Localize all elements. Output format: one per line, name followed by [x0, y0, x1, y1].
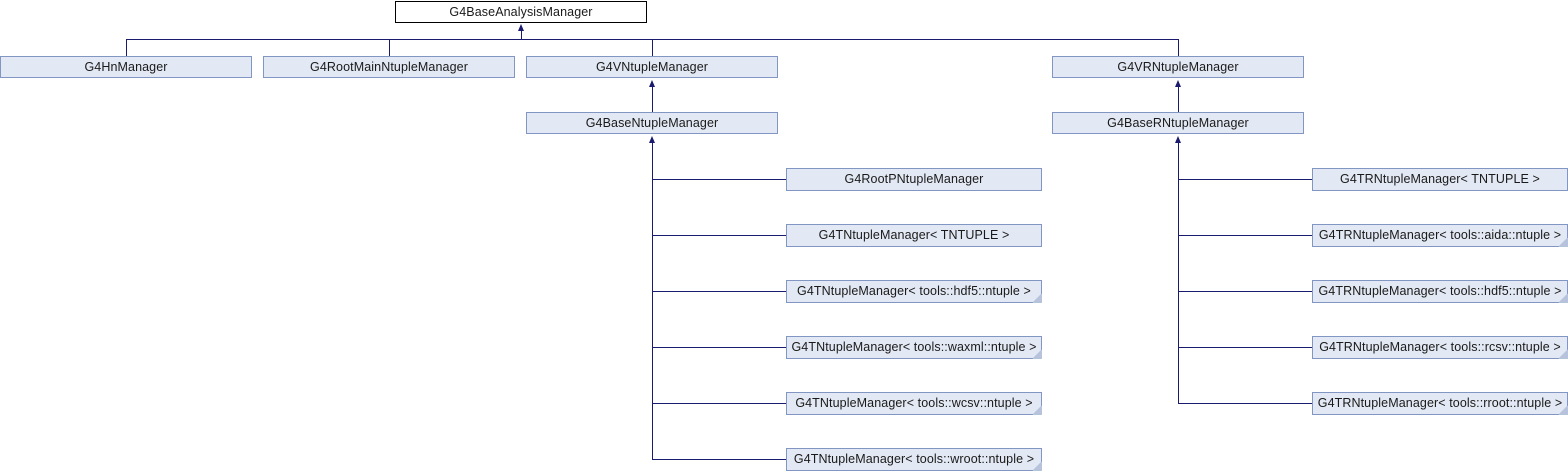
node-g4vrntuplemanager[interactable]: G4VRNtupleManager — [1052, 56, 1304, 78]
node-g4trntuplemanager-rcsv[interactable]: G4TRNtupleManager< tools::rcsv::ntuple > — [1312, 336, 1568, 359]
edge-drop-root-main-ntuple — [389, 39, 390, 56]
node-label: G4RootPNtupleManager — [844, 172, 984, 187]
edge-vr-to-base-rntuple — [1178, 86, 1179, 112]
node-g4baserntuplemanager[interactable]: G4BaseRNtupleManager — [1052, 112, 1304, 134]
arrow-vr-ntuple-inherit — [1174, 80, 1181, 87]
edge-drop-hn-manager — [126, 39, 127, 56]
node-g4trntuplemanager-rroot[interactable]: G4TRNtupleManager< tools::rroot::ntuple … — [1312, 392, 1568, 415]
node-g4baseanalysismanager[interactable]: G4BaseAnalysisManager — [395, 1, 647, 23]
node-label: G4TRNtupleManager< TNTUPLE > — [1340, 172, 1540, 187]
node-g4trntuplemanager-aida[interactable]: G4TRNtupleManager< tools::aida::ntuple > — [1312, 224, 1568, 247]
node-label: G4HnManager — [84, 59, 168, 74]
arrow-base-rntuple-inherit — [1174, 136, 1181, 143]
node-label: G4BaseRNtupleManager — [1107, 115, 1249, 130]
node-label: G4RootMainNtupleManager — [310, 59, 468, 74]
node-g4tntuplemanager-hdf5[interactable]: G4TNtupleManager< tools::hdf5::ntuple > — [786, 280, 1042, 303]
edge-bus-left-leaves — [652, 142, 653, 460]
node-label: G4TRNtupleManager< tools::rroot::ntuple … — [1317, 396, 1563, 411]
node-g4tntuplemanager-wroot[interactable]: G4TNtupleManager< tools::wroot::ntuple > — [786, 448, 1042, 471]
edge-branch-t-wcsv — [652, 403, 787, 404]
node-label: G4VNtupleManager — [595, 59, 709, 74]
edge-branch-tr-rroot — [1178, 403, 1313, 404]
edge-v-to-base-ntuple — [652, 86, 653, 112]
node-g4basentuplemanager[interactable]: G4BaseNtupleManager — [526, 112, 778, 134]
edge-branch-t-tntuple — [652, 235, 787, 236]
node-label: G4TRNtupleManager< tools::hdf5::ntuple > — [1318, 284, 1562, 299]
node-label: G4TNtupleManager< tools::wcsv::ntuple > — [795, 396, 1033, 411]
edge-branch-tr-hdf5 — [1178, 291, 1313, 292]
node-g4rootpntuplemanager[interactable]: G4RootPNtupleManager — [786, 168, 1042, 191]
edge-branch-t-waxml — [652, 347, 787, 348]
edge-branch-t-wroot — [652, 459, 787, 460]
node-g4trntuplemanager-tntuple[interactable]: G4TRNtupleManager< TNTUPLE > — [1312, 168, 1568, 191]
edge-branch-t-hdf5 — [652, 291, 787, 292]
arrow-v-ntuple-inherit — [648, 80, 655, 87]
node-label: G4VRNtupleManager — [1117, 59, 1239, 74]
node-g4vntuplemanager[interactable]: G4VNtupleManager — [526, 56, 778, 78]
arrow-base-ntuple-inherit — [648, 136, 655, 143]
node-g4tntuplemanager-tntuple[interactable]: G4TNtupleManager< TNTUPLE > — [786, 224, 1042, 247]
node-g4tntuplemanager-wcsv[interactable]: G4TNtupleManager< tools::wcsv::ntuple > — [786, 392, 1042, 415]
node-label: G4TRNtupleManager< tools::rcsv::ntuple > — [1319, 340, 1561, 355]
node-label: G4TRNtupleManager< tools::aida::ntuple > — [1318, 228, 1562, 243]
edge-bus-right-leaves — [1178, 142, 1179, 404]
edge-drop-v-ntuple — [652, 39, 653, 56]
node-label: G4BaseNtupleManager — [585, 115, 719, 130]
node-g4trntuplemanager-hdf5[interactable]: G4TRNtupleManager< tools::hdf5::ntuple > — [1312, 280, 1568, 303]
node-label: G4TNtupleManager< tools::hdf5::ntuple > — [797, 284, 1031, 299]
node-g4hnmanager[interactable]: G4HnManager — [0, 56, 252, 78]
node-g4rootmainntuplemanager[interactable]: G4RootMainNtupleManager — [263, 56, 515, 78]
edge-branch-tr-aida — [1178, 235, 1313, 236]
edge-branch-tr-tntuple — [1178, 179, 1313, 180]
edge-branch-root-pntuple — [652, 179, 787, 180]
edge-drop-vr-ntuple — [1178, 39, 1179, 56]
node-label: G4TNtupleManager< TNTUPLE > — [818, 228, 1010, 243]
node-label: G4TNtupleManager< tools::waxml::ntuple > — [791, 340, 1037, 355]
node-label: G4BaseAnalysisManager — [449, 4, 593, 19]
edge-branch-tr-rcsv — [1178, 347, 1313, 348]
arrow-root-inherit — [517, 24, 524, 31]
node-label: G4TNtupleManager< tools::wroot::ntuple > — [793, 452, 1035, 467]
edge-root-stem — [521, 30, 522, 39]
node-g4tntuplemanager-waxml[interactable]: G4TNtupleManager< tools::waxml::ntuple > — [786, 336, 1042, 359]
